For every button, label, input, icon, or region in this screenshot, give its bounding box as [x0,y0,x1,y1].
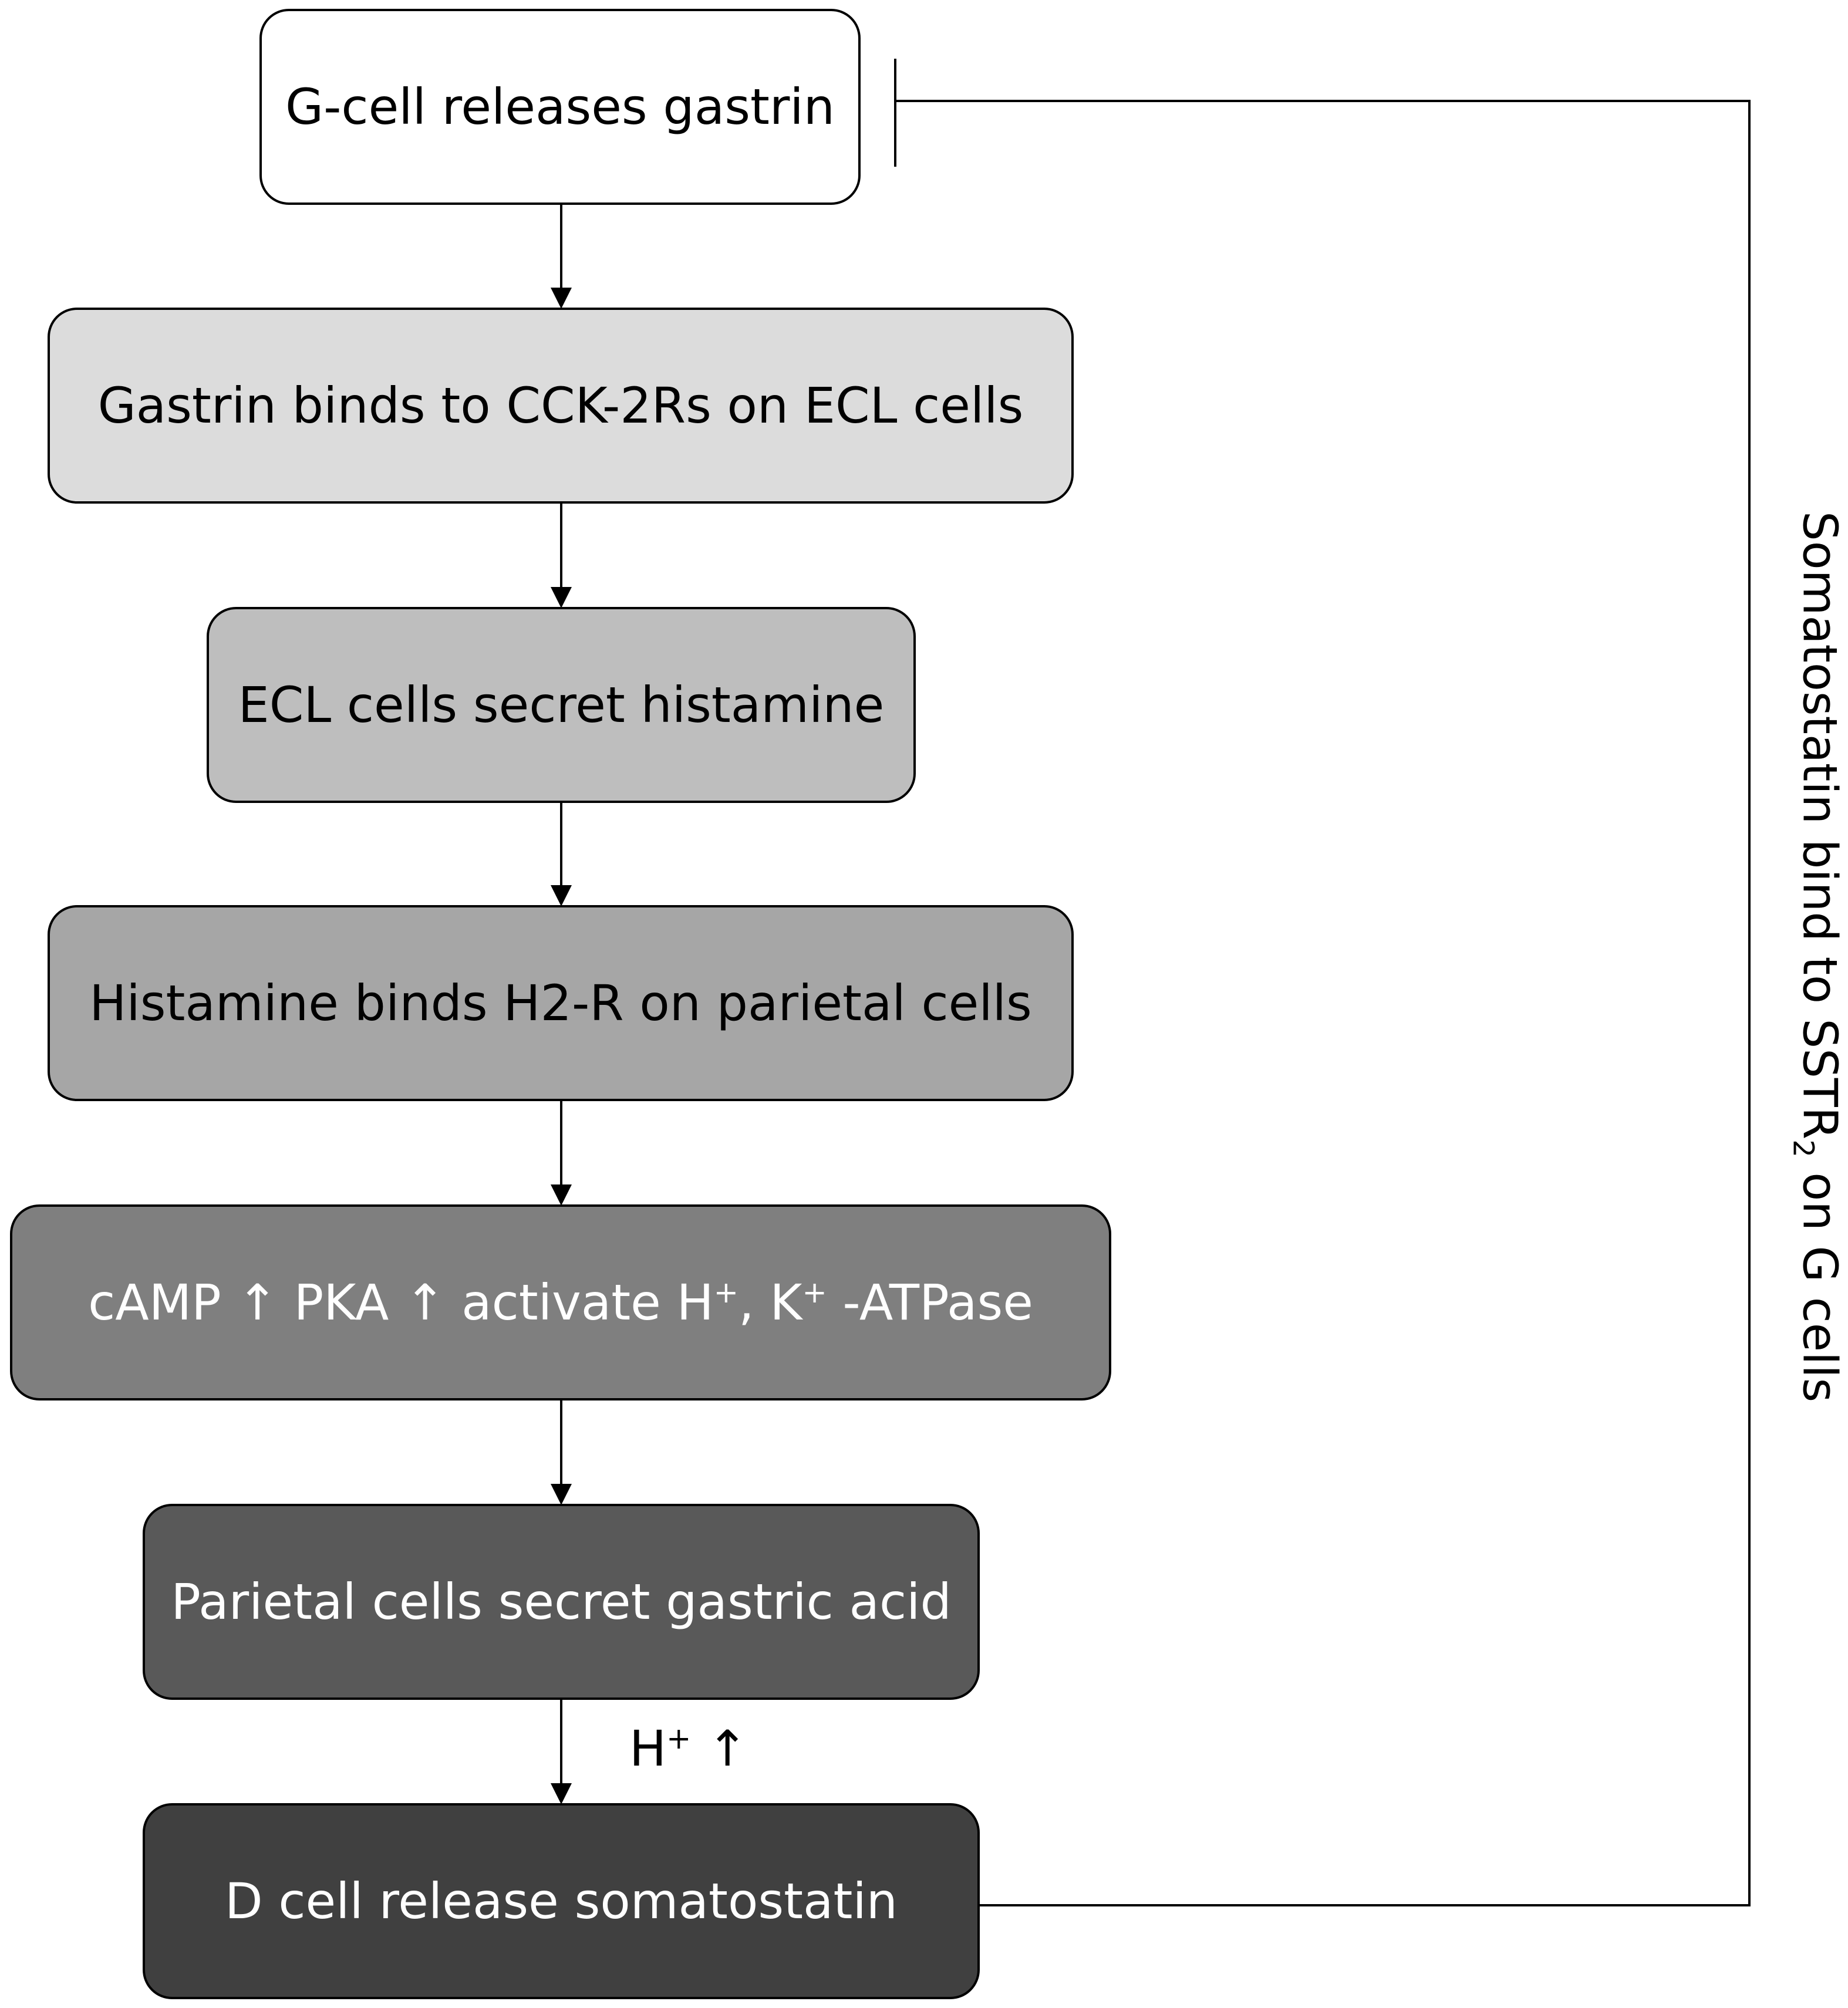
parietal-secret-acid-box: Parietal cells secret gastric acid [143,1504,980,1700]
arrowhead-4-5 [551,1184,572,1206]
camp-pka-atpase-box: cAMP ↑ PKA ↑ activate H+, K+ -ATPase [10,1204,1111,1400]
ecl-secret-histamine-box: ECL cells secret histamine [207,607,916,803]
histamine-binds-h2r-label: Histamine binds H2-R on parietal cells [89,974,1032,1032]
somatostatin-feedback-label: Somatostatin bind to SSTR2 on G cells [1786,511,1847,1403]
d-cell-somatostatin-label: D cell release somatostatin [224,1872,898,1930]
camp-pka-atpase-label: cAMP ↑ PKA ↑ activate H+, K+ -ATPase [88,1274,1033,1331]
arrowhead-1-2 [551,288,572,309]
g-cell-gastrin-label: G-cell releases gastrin [285,78,835,136]
feedback-inhibition-line [895,100,1751,1906]
histamine-binds-h2r-box: Histamine binds H2-R on parietal cells [48,905,1074,1101]
gastrin-binds-cck2r-label: Gastrin binds to CCK-2Rs on ECL cells [97,377,1024,434]
ecl-secret-histamine-label: ECL cells secret histamine [238,676,885,734]
d-cell-somatostatin-box: D cell release somatostatin [143,1803,980,1999]
g-cell-gastrin-box: G-cell releases gastrin [259,9,861,205]
arrowhead-2-3 [551,587,572,608]
parietal-secret-acid-label: Parietal cells secret gastric acid [171,1573,952,1631]
h-plus-increase-label: H+ ↑ [629,1720,748,1777]
arrowhead-3-4 [551,885,572,906]
arrowhead-5-6 [551,1484,572,1505]
arrowhead-6-7 [551,1783,572,1804]
gastrin-binds-cck2r-box: Gastrin binds to CCK-2Rs on ECL cells [48,308,1074,504]
